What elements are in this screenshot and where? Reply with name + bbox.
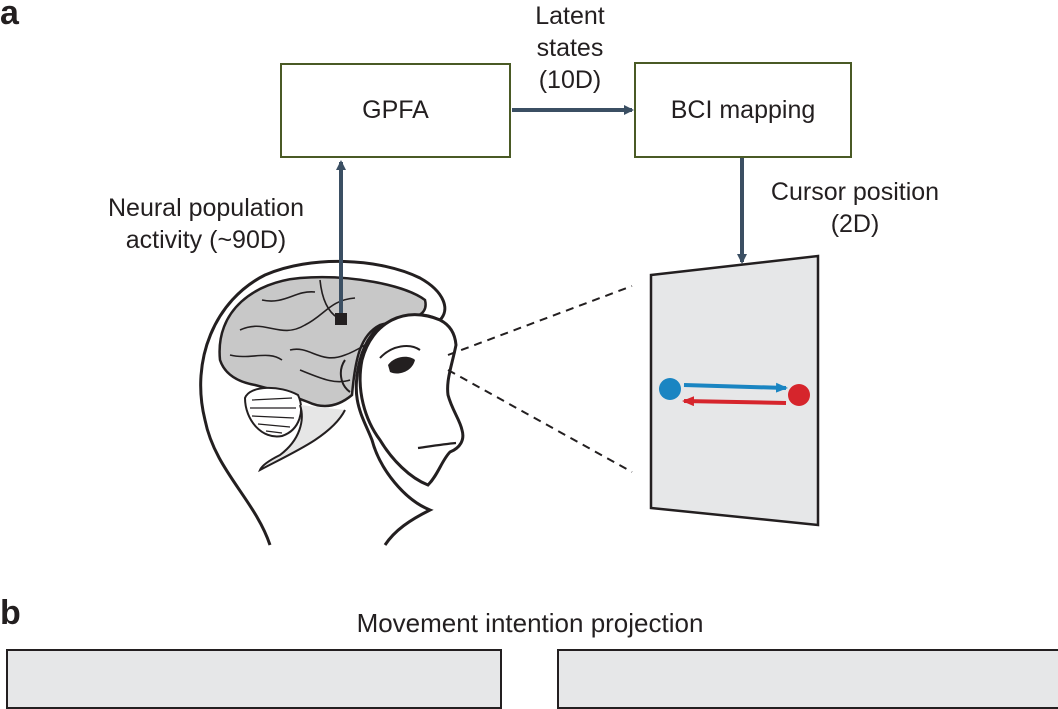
electrode-marker xyxy=(335,313,347,325)
panel-b-left-plot xyxy=(6,649,502,709)
neural-line-2: activity (~90D) xyxy=(125,226,287,254)
bci-mapping-label: BCI mapping xyxy=(670,95,816,124)
red-arrow xyxy=(682,396,787,407)
gpfa-label: GPFA xyxy=(362,96,429,124)
latent-states-label: Latent states (10D) xyxy=(480,0,660,96)
latent-line-3: (10D) xyxy=(538,66,602,94)
cursor-line-1: Cursor position xyxy=(770,178,940,206)
cursor-position-label: Cursor position (2D) xyxy=(740,176,970,240)
panel-b-title: Movement intention projection xyxy=(356,608,704,638)
cursor-line-2: (2D) xyxy=(830,210,880,238)
panel-b-label: b xyxy=(0,594,21,632)
panel-a-label: a xyxy=(0,0,19,32)
screen-panel xyxy=(649,254,820,527)
blue-arrow xyxy=(683,382,788,393)
panel-b-right-plot xyxy=(557,649,1058,709)
blue-target xyxy=(659,378,681,400)
latent-line-2: states xyxy=(536,34,604,62)
monkey-head-illustration xyxy=(199,259,465,546)
red-target xyxy=(788,384,810,406)
neural-line-1: Neural population xyxy=(108,194,304,222)
sight-line-bottom xyxy=(447,369,633,473)
sight-line-top xyxy=(447,285,633,356)
neural-activity-label: Neural population activity (~90D) xyxy=(70,192,342,256)
bci-mapping-box: BCI mapping xyxy=(634,62,852,158)
eye-shape xyxy=(388,356,415,374)
face-shape xyxy=(358,313,465,487)
latent-line-1: Latent xyxy=(535,2,605,30)
gpfa-box: GPFA xyxy=(280,63,511,158)
